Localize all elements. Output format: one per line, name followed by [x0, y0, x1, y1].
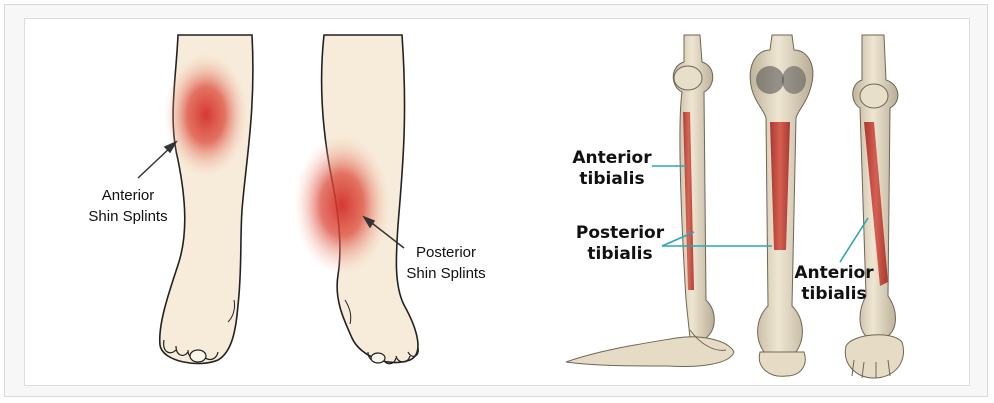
- posterior-shin-splints-label-line1: Posterior: [416, 244, 476, 261]
- left-legs-drawing: Anterior Shin Splints Posterior Shin Spl…: [88, 35, 485, 364]
- posterior-inflammation-area: [294, 135, 390, 275]
- anterior-tibialis-right-label-line2: tibialis: [801, 284, 866, 304]
- anterior-tibialis-top-label-line2: tibialis: [579, 169, 644, 189]
- posterior-tibialis-label-line1: Posterior: [576, 223, 665, 243]
- anterior-shin-splints-label-line1: Anterior: [102, 187, 155, 204]
- skeleton-side-view: [566, 35, 734, 366]
- anterior-tibialis-top-label-line1: Anterior: [572, 148, 652, 168]
- posterior-tibialis-label-line2: tibialis: [587, 244, 652, 264]
- anterior-inflammation-area: [164, 53, 248, 177]
- right-skeleton-drawing: Anterior tibialis Posterior tibialis Ant…: [566, 35, 904, 378]
- skeleton-front-view: [845, 35, 903, 378]
- posterior-shin-splints-label-line2: Shin Splints: [406, 265, 485, 282]
- anterior-pointer-arrow: [138, 142, 176, 178]
- anterior-shin-splints-label-line2: Shin Splints: [88, 208, 167, 225]
- anterior-tibialis-right-label-line1: Anterior: [794, 263, 874, 283]
- skeleton-posterior-view: [750, 35, 813, 376]
